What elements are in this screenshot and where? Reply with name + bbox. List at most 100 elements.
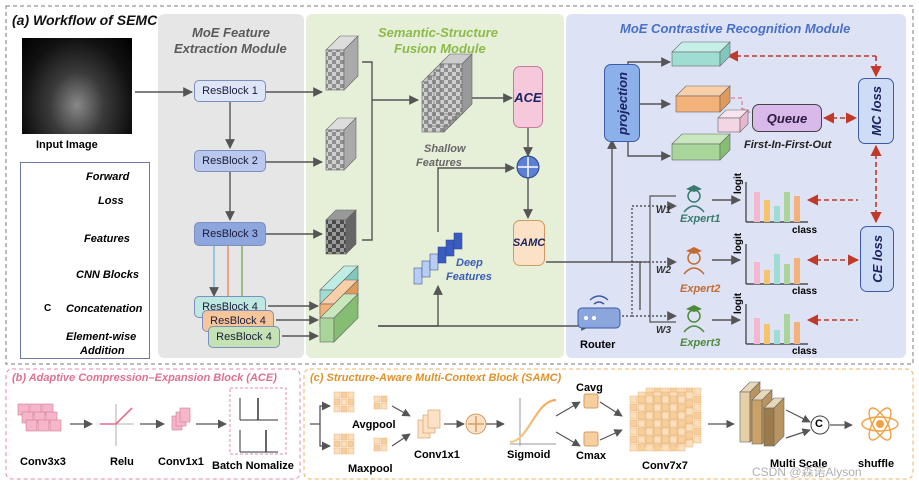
ace-label: ACE: [514, 89, 542, 105]
samc-label: SAMC: [512, 237, 546, 249]
conv3x3-cell: [37, 419, 50, 432]
mcr-title: MoE Contrastive Recognition Module: [620, 21, 851, 36]
expert-2-icon: [683, 247, 705, 275]
sigmoid-curve: [509, 398, 557, 444]
queue-block: Queue: [752, 104, 822, 132]
legend-loss: Loss: [98, 195, 124, 207]
weight-2: W2: [656, 265, 671, 276]
legend-concat-symbol: C: [44, 303, 52, 314]
logit-label-1: logit: [733, 172, 744, 194]
shallow-features-2: Features: [416, 157, 462, 169]
logit-bar-2-3: [774, 254, 780, 284]
moe-feature-title-2: Extraction Module: [174, 41, 287, 56]
feature-cube-2: [325, 117, 357, 171]
moe-feature-title-1: MoE Feature: [192, 25, 271, 40]
logit-chart-2: [745, 244, 808, 285]
shuffle-atom-icon: [861, 407, 899, 441]
deep-feature-block-3: [429, 253, 439, 271]
logit-bar-1-4: [784, 192, 790, 222]
green-feature: [319, 293, 359, 343]
expert-3-label: Expert3: [680, 337, 721, 349]
resblock-1: ResBlock 1: [194, 80, 266, 102]
proj-teal-feature: [671, 41, 731, 67]
logit-bar-1-3: [774, 206, 780, 222]
panel-b-batchnorm: Batch Nomalize: [212, 460, 294, 472]
panel-c-sigmoid: Sigmoid: [507, 449, 551, 461]
deep-feature-block-1: [413, 267, 423, 285]
panel-c-multiscale: Multi Scale: [770, 458, 828, 470]
maxpool-input: [333, 433, 355, 455]
panel-c-title: (c) Structure-Aware Multi-Context Block …: [310, 372, 562, 384]
resblock-2: ResBlock 2: [194, 150, 266, 172]
panel-b-title: (b) Adaptive Compression–Expansion Block…: [12, 372, 277, 384]
panel-c-avgpool: Avgpool: [352, 419, 396, 431]
ssf-panel: [306, 14, 564, 358]
panel-c-concat-symbol: C: [815, 418, 823, 430]
logit-chart-1: [745, 182, 808, 223]
input-ultrasound-image: [22, 38, 132, 134]
ssf-title-1: Semantic-Structure: [378, 25, 498, 40]
conv3x3-cell: [49, 419, 62, 432]
proj-orange-feature: [675, 85, 731, 113]
batch-norm-box: [229, 387, 287, 455]
deep-feature-block-4: [437, 246, 447, 264]
weight-1: W1: [656, 205, 671, 216]
panel-b-relu: Relu: [110, 456, 134, 468]
panel-c-maxpool: Maxpool: [348, 463, 393, 475]
panel-b-conv3x3: Conv3x3: [20, 456, 66, 468]
input-image-label: Input Image: [36, 139, 98, 151]
panel-b-frame: [5, 368, 301, 480]
legend-cnn-blocks: CNN Blocks: [76, 269, 139, 281]
logit-bar-1-2: [764, 200, 770, 222]
logit-chart-3: [745, 304, 808, 345]
conv7x7-layer-3: [629, 395, 686, 452]
ce-loss-block: CE loss: [860, 226, 894, 292]
logit-bar-2-1: [754, 262, 760, 284]
panel-a-title: (a) Workflow of SEMC: [12, 12, 158, 28]
ssf-title-2: Fusion Module: [394, 41, 486, 56]
panel-c-cmax: Cmax: [576, 450, 606, 462]
logit-bar-3-4: [784, 314, 790, 344]
shallow-features-1: Shallow: [424, 143, 466, 155]
panel-c-shuffle: shuffle: [858, 458, 895, 470]
watermark: CSDN @森诺Alyson: [752, 465, 862, 479]
mcr-panel: [566, 14, 906, 358]
logit-bar-2-5: [794, 258, 800, 284]
cavg-block: [583, 393, 599, 409]
deep-feature-block-5: [445, 239, 455, 257]
logit-bar-3-1: [754, 318, 760, 344]
mc-loss-label: MC loss: [868, 86, 884, 136]
projection-label: projection: [614, 71, 630, 135]
panel-c-conv7x7: Conv7x7: [642, 460, 688, 472]
resblock-4-green: ResBlock 4: [208, 326, 280, 348]
cmax-block: [583, 431, 599, 447]
logit-bar-2-2: [764, 270, 770, 284]
legend-concatenation: Concatenation: [66, 303, 143, 315]
legend: [20, 162, 150, 359]
conv3x3-cell: [25, 419, 38, 432]
deep-features-1: Deep: [456, 257, 483, 269]
avgpool-input: [333, 391, 355, 413]
fifo-label: First-In-First-Out: [744, 139, 832, 151]
ace-block: ACE: [513, 66, 543, 128]
avgpool-output: [373, 395, 388, 410]
logit-bar-2-4: [784, 264, 790, 284]
legend-addition: Addition: [80, 345, 125, 357]
class-label-2: class: [792, 286, 818, 297]
queue-label: Queue: [766, 110, 808, 126]
expert-1-icon: [683, 185, 705, 213]
expert-3-icon: [683, 305, 705, 333]
logit-bar-3-5: [794, 322, 800, 344]
maxpool-output: [373, 437, 388, 452]
resblock-3: ResBlock 3: [194, 222, 266, 246]
deep-feature-block-2: [421, 260, 431, 278]
logit-label-3: logit: [733, 292, 744, 314]
relu-curve: [100, 407, 133, 425]
samc-conv1x1-block: [427, 409, 441, 429]
logit-bar-3-3: [774, 330, 780, 344]
feature-cube-1: [325, 35, 359, 91]
panel-c-conv1x1: Conv1x1: [414, 449, 460, 461]
feature-cube-3: [325, 209, 357, 255]
router-label: Router: [580, 339, 616, 351]
